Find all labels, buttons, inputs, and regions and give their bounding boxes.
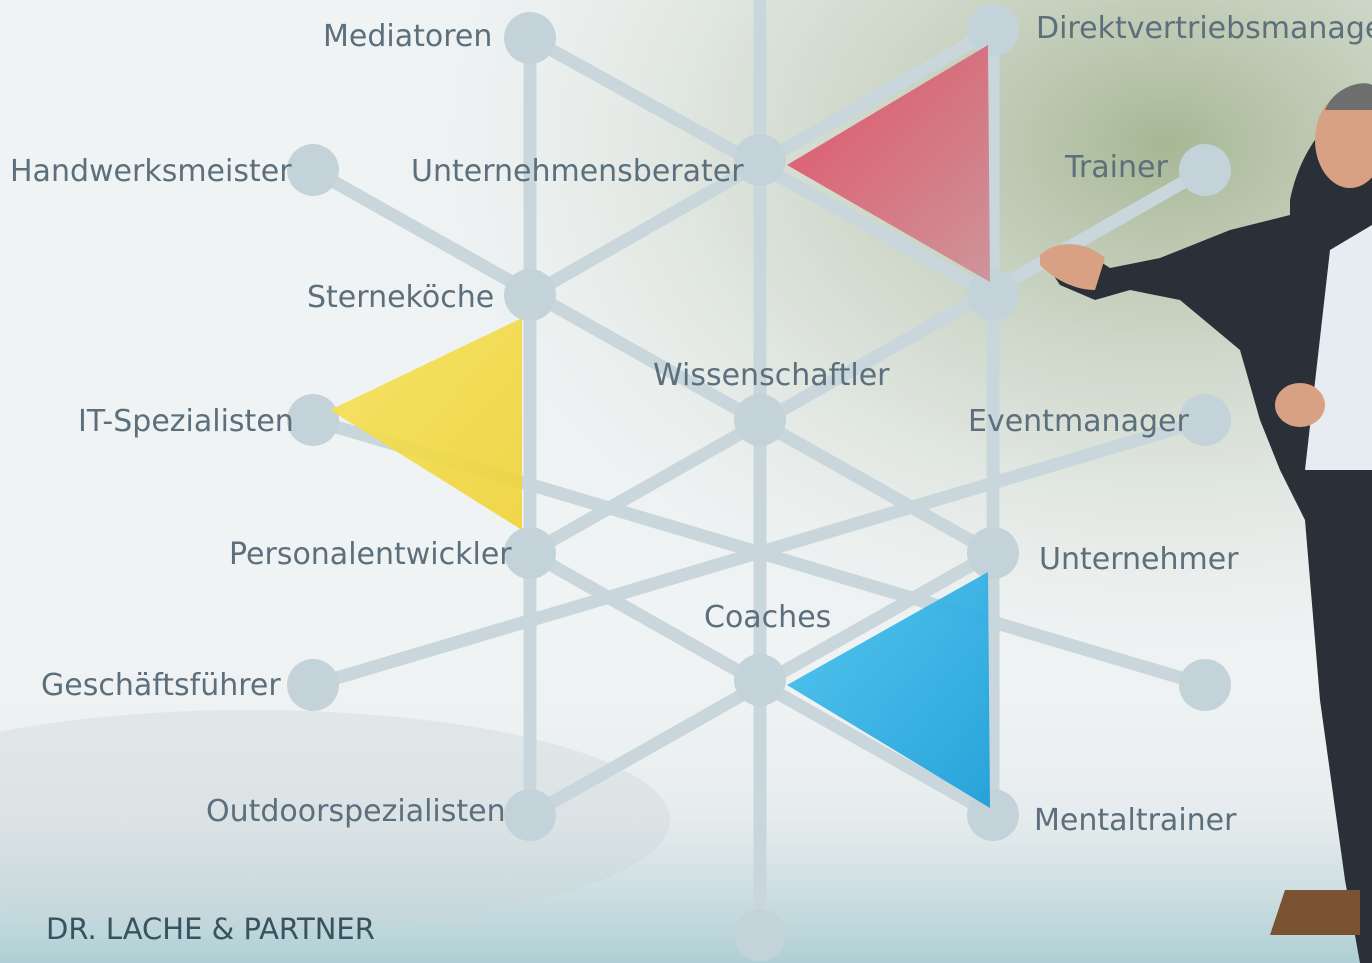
label-sternekoeche: Sterneköche bbox=[307, 280, 495, 315]
label-outdoorspezialisten: Outdoorspezialisten bbox=[206, 794, 506, 829]
label-handwerksmeister: Handwerksmeister bbox=[10, 154, 292, 189]
label-eventmanager: Eventmanager bbox=[968, 404, 1189, 439]
presenter-figure bbox=[1040, 83, 1372, 963]
network-nodes bbox=[287, 4, 1231, 961]
label-wissenschaftler: Wissenschaftler bbox=[653, 358, 890, 393]
label-personalentwickler: Personalentwickler bbox=[229, 537, 512, 572]
label-unternehmensberater: Unternehmensberater bbox=[411, 154, 744, 189]
blue-triangle bbox=[787, 572, 990, 808]
label-coaches: Coaches bbox=[704, 600, 832, 635]
red-triangle bbox=[787, 45, 990, 282]
label-direktvertriebsmanager: Direktvertriebsmanager bbox=[1036, 11, 1372, 46]
label-mediatoren: Mediatoren bbox=[323, 19, 493, 54]
label-geschaeftsfuehrer: Geschäftsführer bbox=[41, 668, 281, 703]
label-unternehmer: Unternehmer bbox=[1039, 542, 1239, 577]
company-name: DR. LACHE & PARTNER bbox=[46, 912, 375, 946]
label-mentaltrainer: Mentaltrainer bbox=[1034, 803, 1237, 838]
yellow-triangle bbox=[330, 318, 522, 530]
label-it-spezialisten: IT-Spezialisten bbox=[78, 404, 294, 439]
label-trainer: Trainer bbox=[1065, 150, 1168, 185]
